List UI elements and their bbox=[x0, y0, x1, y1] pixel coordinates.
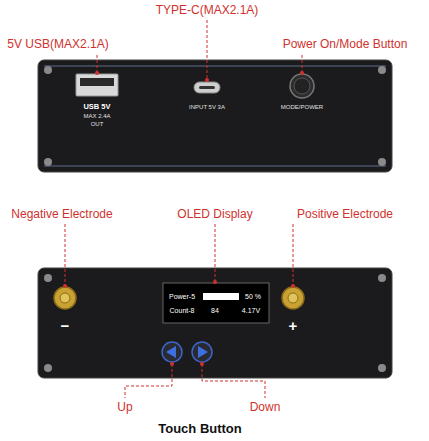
leader-line bbox=[215, 224, 216, 281]
screw bbox=[378, 274, 386, 282]
leader-line bbox=[207, 20, 208, 79]
leader-dot bbox=[170, 362, 174, 366]
button-marking: MODE/POWER bbox=[281, 104, 323, 111]
callout-label: OLED Display bbox=[177, 208, 252, 221]
guide-line bbox=[44, 166, 386, 167]
callout-label: Power On/Mode Button bbox=[283, 38, 408, 51]
leader-line bbox=[202, 364, 265, 398]
negative-terminal bbox=[54, 287, 76, 309]
oled-text: 4.17V bbox=[242, 307, 260, 315]
usb-port-tongue bbox=[80, 78, 114, 86]
leader-dot bbox=[63, 284, 67, 288]
callout-label: TYPE-C(MAX2.1A) bbox=[156, 4, 259, 17]
leader-line bbox=[65, 224, 66, 285]
screw bbox=[378, 66, 386, 74]
usb-port bbox=[76, 74, 118, 96]
screw bbox=[378, 364, 386, 372]
power-button-cap bbox=[294, 78, 310, 94]
arrow-right bbox=[198, 346, 208, 358]
touch-button-up bbox=[162, 342, 182, 362]
oled-text: 50 % bbox=[245, 293, 261, 301]
callout-label: Positive Electrode bbox=[297, 208, 393, 221]
port-marking: INPUT 5V 3A bbox=[189, 104, 225, 111]
port-marking: MAX 2.4A bbox=[83, 113, 110, 120]
screw bbox=[44, 158, 52, 166]
leader-dot bbox=[205, 78, 209, 82]
callout-label: Down bbox=[250, 401, 281, 414]
arrow-left bbox=[166, 346, 176, 358]
touch-button-down bbox=[192, 342, 212, 362]
screw bbox=[378, 158, 386, 166]
oled-screen bbox=[163, 283, 269, 323]
positive-terminal bbox=[282, 287, 304, 309]
leader-line bbox=[293, 224, 294, 285]
oled-text: Count-8 bbox=[170, 307, 195, 315]
battery-bar bbox=[203, 293, 239, 300]
callout-label: Negative Electrode bbox=[11, 208, 112, 221]
guide-line bbox=[44, 66, 386, 67]
port-marking: OUT bbox=[91, 121, 104, 128]
device-front-housing bbox=[38, 60, 392, 172]
caption-label: Touch Button bbox=[158, 422, 242, 436]
terminal-core bbox=[288, 293, 298, 303]
screw bbox=[44, 274, 52, 282]
leader-dot bbox=[291, 284, 295, 288]
callout-label: 5V USB(MAX2.1A) bbox=[7, 38, 108, 51]
leader-dot bbox=[95, 71, 99, 75]
leader-line bbox=[97, 55, 98, 72]
terminal-core bbox=[60, 293, 70, 303]
callout-label: Up bbox=[117, 401, 132, 414]
leader-dot bbox=[200, 362, 204, 366]
leader-dot bbox=[300, 71, 304, 75]
polarity-symbol: + bbox=[289, 318, 298, 335]
power-button bbox=[290, 74, 314, 98]
device-top-housing bbox=[38, 268, 392, 378]
screw bbox=[44, 364, 52, 372]
type-c-port bbox=[194, 82, 220, 93]
leader-dot bbox=[213, 280, 217, 284]
leader-line bbox=[125, 364, 172, 398]
type-c-tongue bbox=[199, 86, 215, 89]
screw bbox=[44, 66, 52, 74]
oled-text: 84 bbox=[211, 307, 219, 315]
polarity-symbol: − bbox=[61, 318, 70, 335]
leader-line bbox=[302, 55, 303, 72]
port-marking: USB 5V bbox=[83, 103, 110, 111]
oled-text: Power-5 bbox=[169, 293, 195, 301]
